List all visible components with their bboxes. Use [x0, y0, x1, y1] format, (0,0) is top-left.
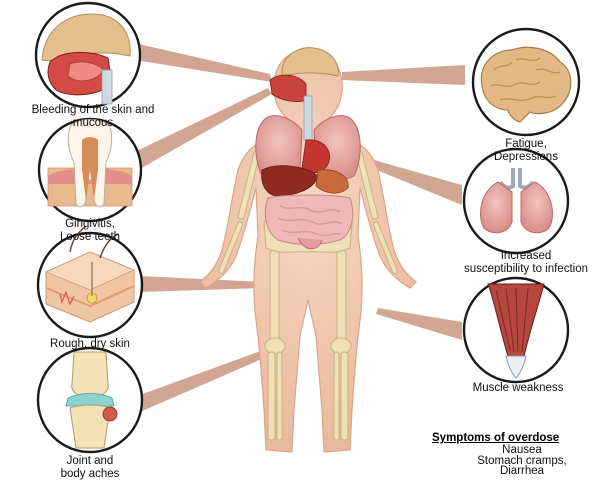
caption-bleeding: Bleeding of the skin and mucous: [0, 104, 186, 130]
pointer-joint: [140, 346, 278, 412]
pointer-skin: [140, 276, 262, 292]
caption-skin: Rough, dry skin: [20, 338, 160, 351]
circle-lungs: [464, 149, 568, 253]
pointer-muscle: [376, 308, 462, 340]
caption-gingivitis: Gingivitis, Loose teeth: [20, 218, 160, 244]
caption-infection: Increased susceptibility to infection: [436, 250, 616, 276]
circle-bleeding: [36, 3, 140, 107]
circle-brain: [473, 29, 579, 135]
caption-muscle: Muscle weakness: [446, 382, 590, 395]
caption-joint: Joint and body aches: [20, 455, 160, 481]
circle-muscle: [464, 278, 568, 382]
circle-tooth: [39, 119, 141, 221]
pointer-fatigue: [342, 65, 465, 85]
overdose-title: Symptoms of overdose: [432, 432, 559, 444]
overdose-item-3: Diarrhea: [482, 465, 562, 477]
circle-knee-joint: [38, 348, 142, 452]
pointer-infection: [372, 160, 462, 205]
pointer-bleeding: [130, 42, 272, 82]
caption-fatigue: Fatigue, Depressions: [466, 138, 586, 164]
